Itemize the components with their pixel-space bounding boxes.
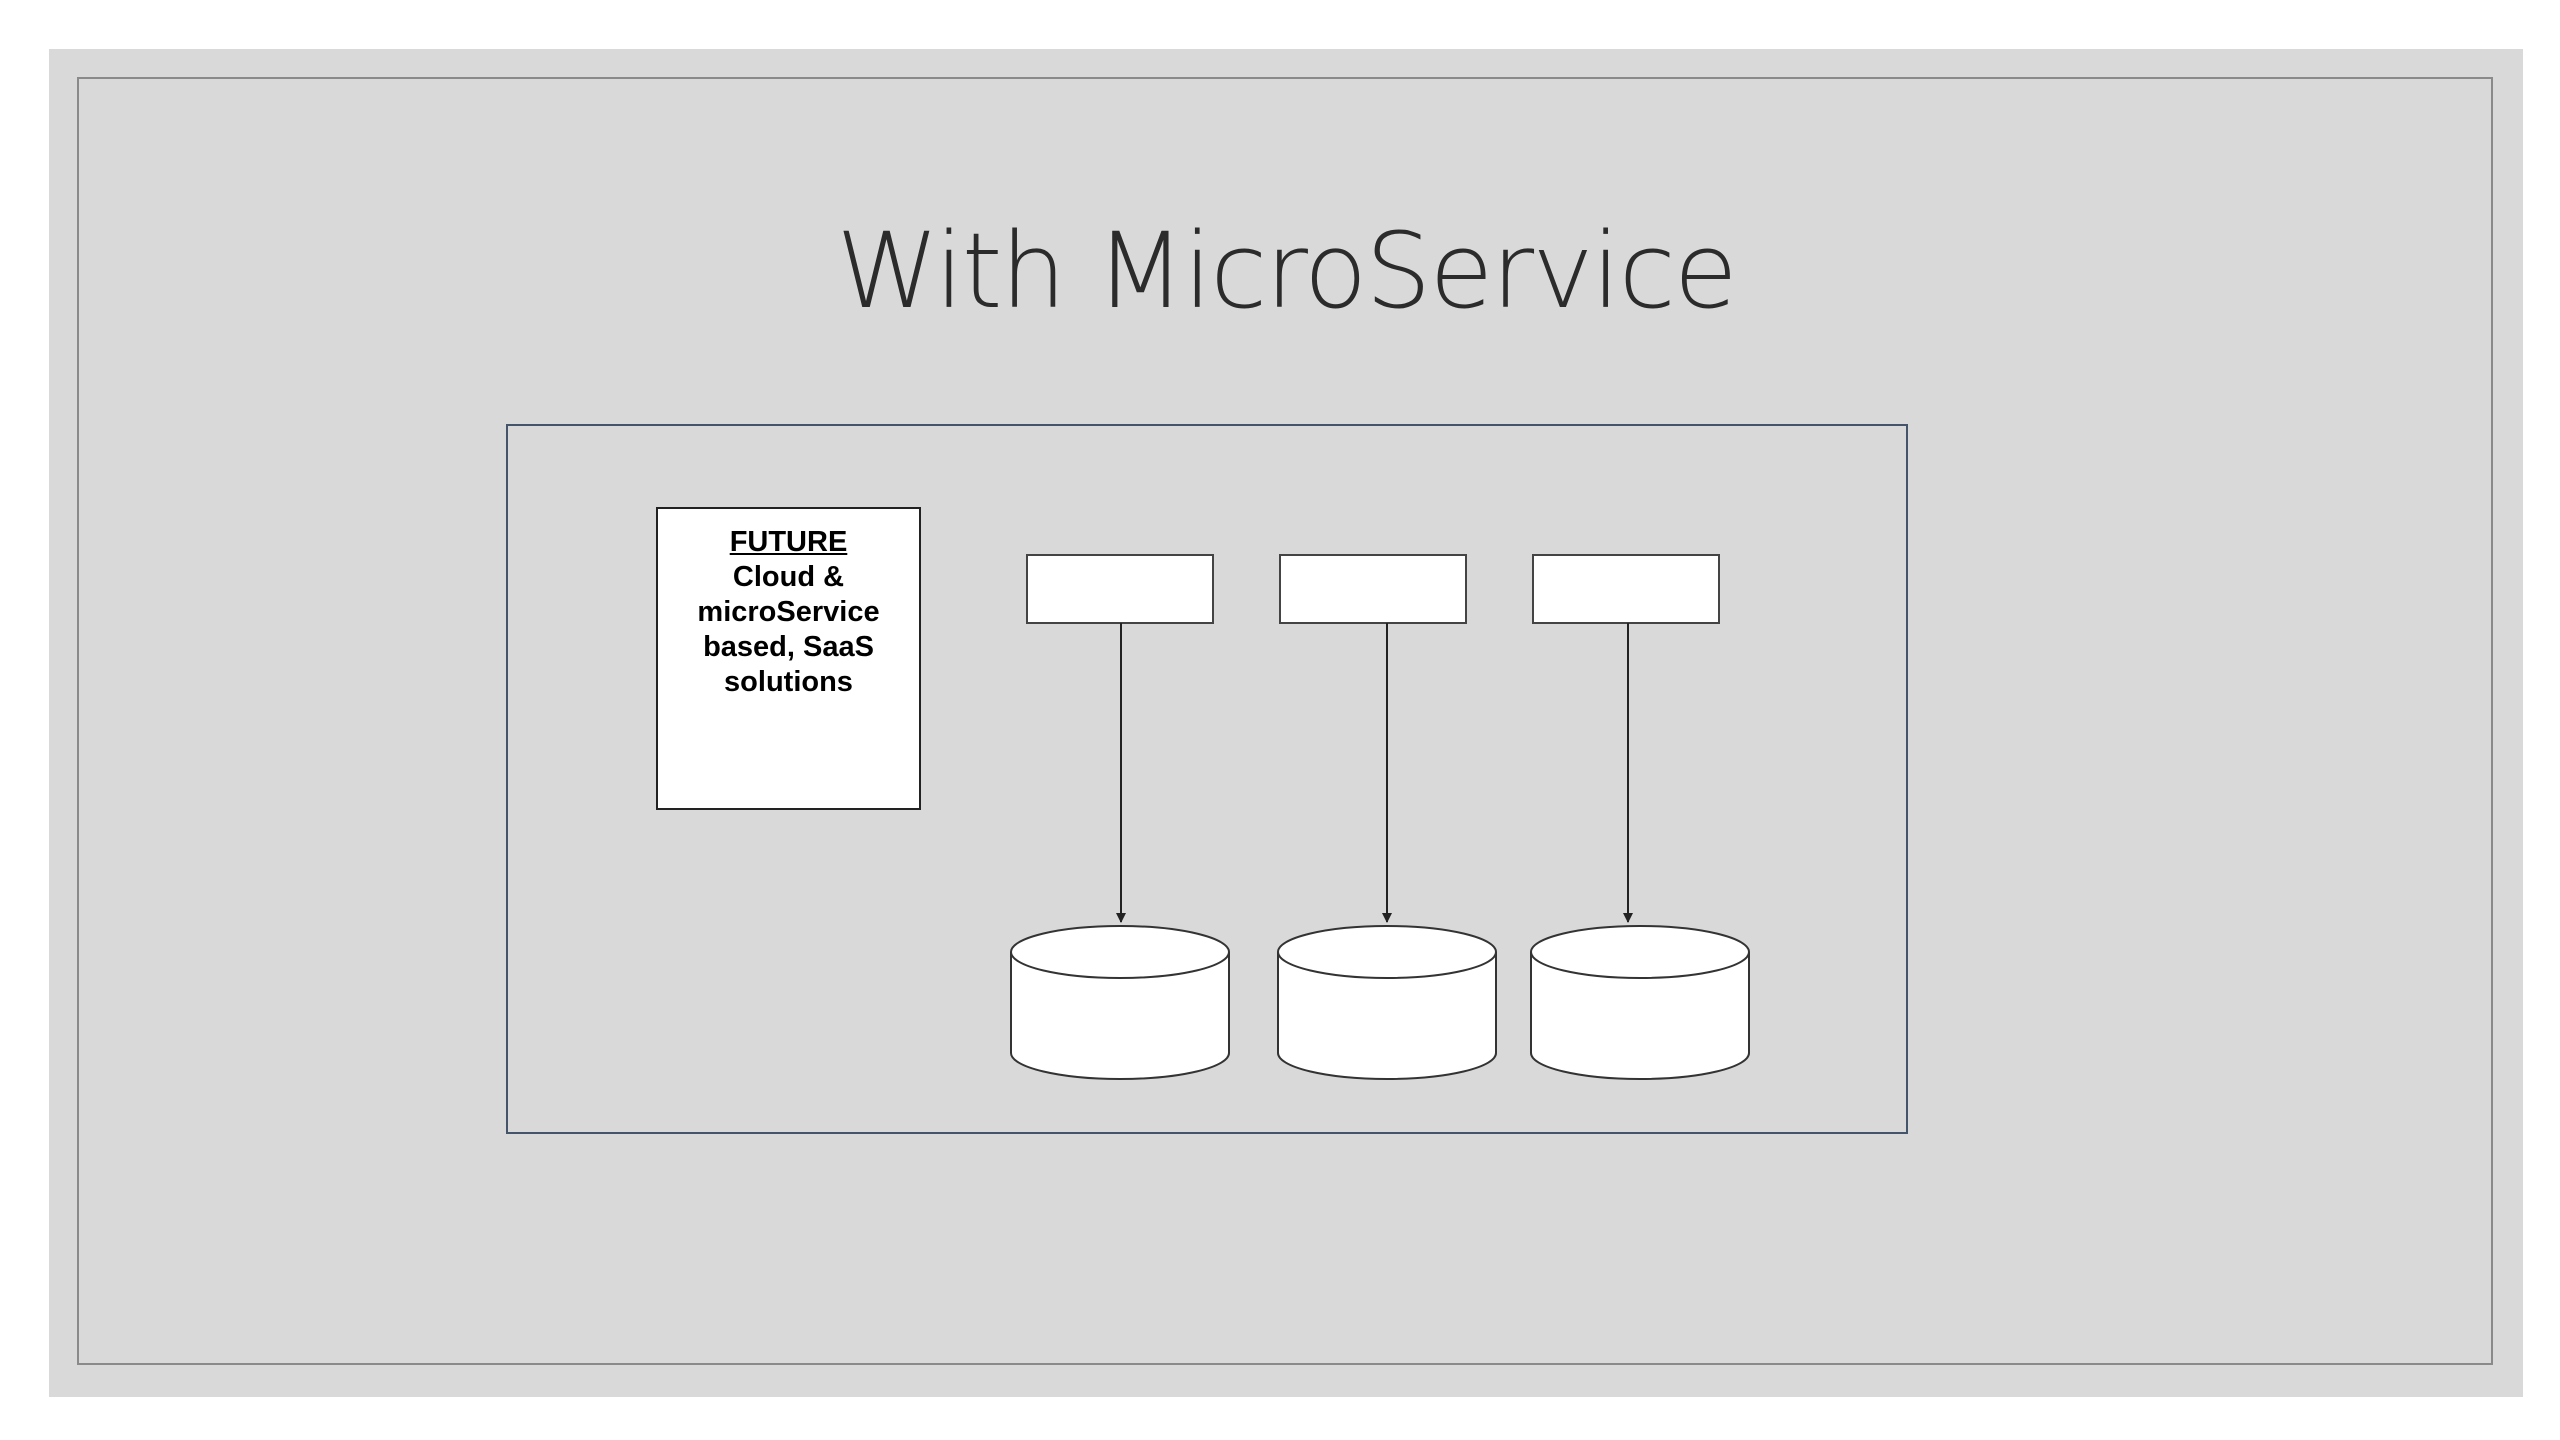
diagram-frame [506, 424, 1908, 1134]
slide-frame [77, 77, 2493, 1365]
future-note-box: FUTURE Cloud & microService based, SaaS … [656, 507, 921, 810]
slide: With MicroService [49, 49, 2523, 1397]
slide-title: With MicroService [836, 210, 1737, 332]
note-heading: FUTURE [729, 526, 848, 558]
note-body: Cloud & microService based, SaaS solutio… [697, 561, 880, 698]
